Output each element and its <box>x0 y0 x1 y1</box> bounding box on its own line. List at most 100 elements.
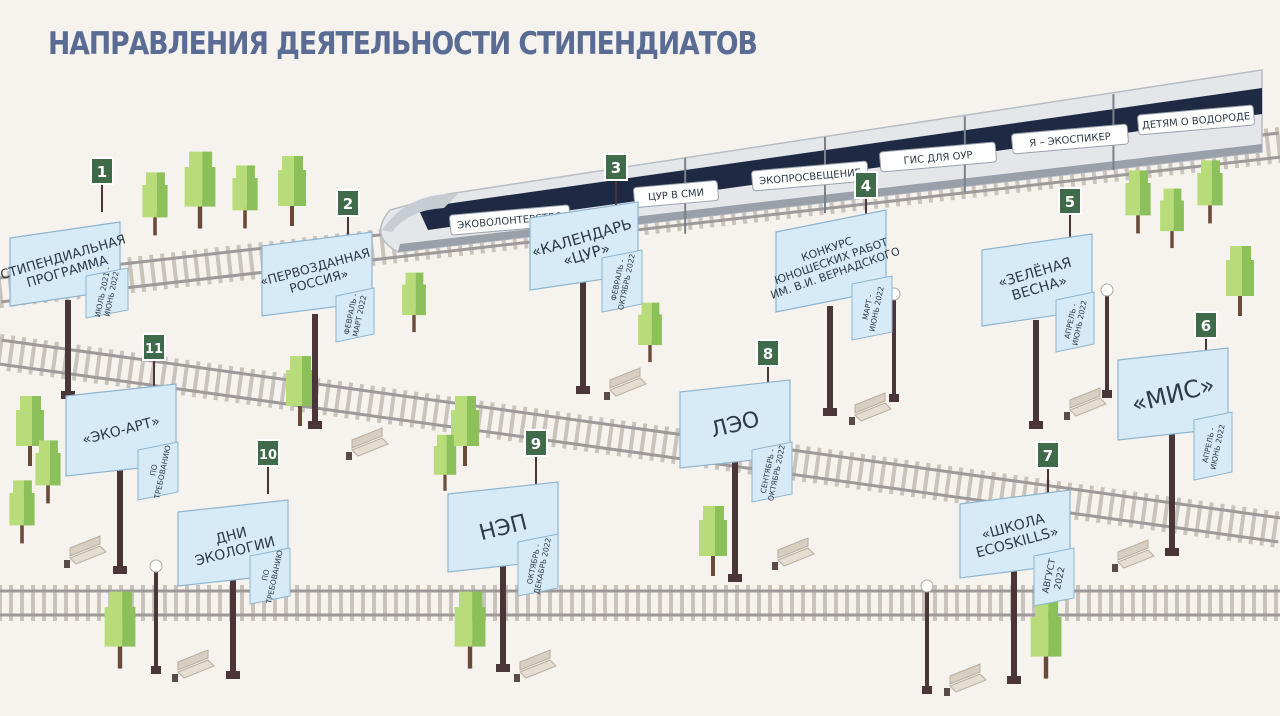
station-post-base <box>823 408 837 416</box>
page-title: НАПРАВЛЕНИЯ ДЕЯТЕЛЬНОСТИ СТИПЕНДИАТОВ <box>48 26 758 62</box>
tree-icon <box>454 591 486 669</box>
date-plate <box>1193 411 1233 481</box>
tree-icon <box>35 440 61 504</box>
park-decor <box>9 151 1254 696</box>
track-lower <box>0 585 1280 621</box>
station-6: 6«МИС»АПРЕЛЬ -ИЮНЬ 2022 <box>1117 311 1233 556</box>
bench-icon <box>944 663 987 696</box>
station-post-base <box>1029 421 1043 429</box>
station-post <box>1169 430 1175 552</box>
tree-icon <box>278 156 306 226</box>
station-number: 7 <box>1043 447 1053 465</box>
train-label-plate <box>1137 104 1255 136</box>
station-post <box>1033 320 1039 425</box>
station-post <box>312 314 318 425</box>
lamp-icon <box>1100 283 1114 398</box>
tree-icon <box>1160 188 1184 249</box>
bench-icon <box>1112 539 1155 572</box>
bench-icon <box>772 537 815 570</box>
station-number: 8 <box>763 345 773 363</box>
station-post <box>732 460 738 578</box>
track-middle <box>0 333 1280 548</box>
station-number: 9 <box>531 435 541 453</box>
date-plate <box>1033 547 1075 607</box>
badge-post <box>615 178 617 208</box>
station-3: 3«КАЛЕНДАРЬ«ЦУР»ФЕВРАЛЬ -ОКТЯБРЬ 2022 <box>529 153 643 394</box>
badge-post <box>101 182 103 212</box>
number-badge <box>524 429 548 457</box>
tree-icon <box>16 396 44 466</box>
station-post <box>117 466 123 570</box>
tree-icon <box>451 396 479 466</box>
badge-post <box>153 358 155 388</box>
train-label: ДЕТЯМ О ВОДОРОДЕ <box>1137 104 1255 136</box>
tree-icon <box>402 272 426 333</box>
bench-icon <box>1064 387 1107 420</box>
station-date-line: ПО <box>148 463 159 476</box>
train-label-plate <box>751 160 869 192</box>
tree-icon <box>433 434 457 491</box>
station-number: 11 <box>145 342 163 357</box>
bench-icon <box>64 535 107 568</box>
station-post-base <box>496 664 510 672</box>
station-post-base <box>226 671 240 679</box>
tree-icon <box>286 356 314 426</box>
number-badge <box>336 189 360 217</box>
station-post <box>230 578 236 675</box>
train-label-plate <box>1011 123 1129 155</box>
number-badge <box>756 339 780 367</box>
train-label: ЦУР В СМИ <box>633 180 719 208</box>
train-label: ЭКОПРОСВЕЩЕНИЕ <box>751 160 869 192</box>
lamp-icon <box>920 579 934 694</box>
station-post-base <box>1007 676 1021 684</box>
number-badge <box>1036 441 1060 469</box>
date-plate <box>249 547 291 605</box>
bench-icon <box>514 649 557 682</box>
tree-icon <box>142 172 168 236</box>
train-windows <box>418 88 1262 230</box>
station-post <box>65 300 71 395</box>
tree-icon <box>184 151 216 229</box>
train-label-plate <box>879 141 997 173</box>
bench-icon <box>849 392 892 425</box>
station-number: 3 <box>611 159 621 177</box>
station-number: 6 <box>1201 317 1211 335</box>
badge-post <box>347 214 349 244</box>
station-post <box>827 306 833 412</box>
station-post-base <box>308 421 322 429</box>
train-label-text: ЦУР В СМИ <box>648 188 705 204</box>
station-number: 10 <box>259 448 277 463</box>
number-badge <box>604 153 628 181</box>
train-label-plate <box>633 180 719 208</box>
tree-icon <box>232 165 258 229</box>
tree-icon <box>9 480 35 544</box>
station-post <box>500 566 506 668</box>
bench-icon <box>604 367 647 400</box>
number-badge <box>1194 311 1218 339</box>
badge-post <box>865 196 867 226</box>
tree-icon <box>1030 601 1062 679</box>
bench-icon <box>346 427 389 460</box>
badge-post <box>1069 212 1071 242</box>
date-plate <box>85 267 129 319</box>
station-title-line: ДНИ <box>214 524 249 547</box>
train-label: Я – ЭКОСПИКЕР <box>1011 123 1129 155</box>
station-number: 2 <box>343 195 353 213</box>
station-post-base <box>728 574 742 582</box>
number-badge <box>256 439 280 467</box>
station-date-line: ПО <box>260 568 271 581</box>
station-number: 1 <box>97 163 107 181</box>
station-post-base <box>113 566 127 574</box>
date-plate <box>1055 291 1095 353</box>
